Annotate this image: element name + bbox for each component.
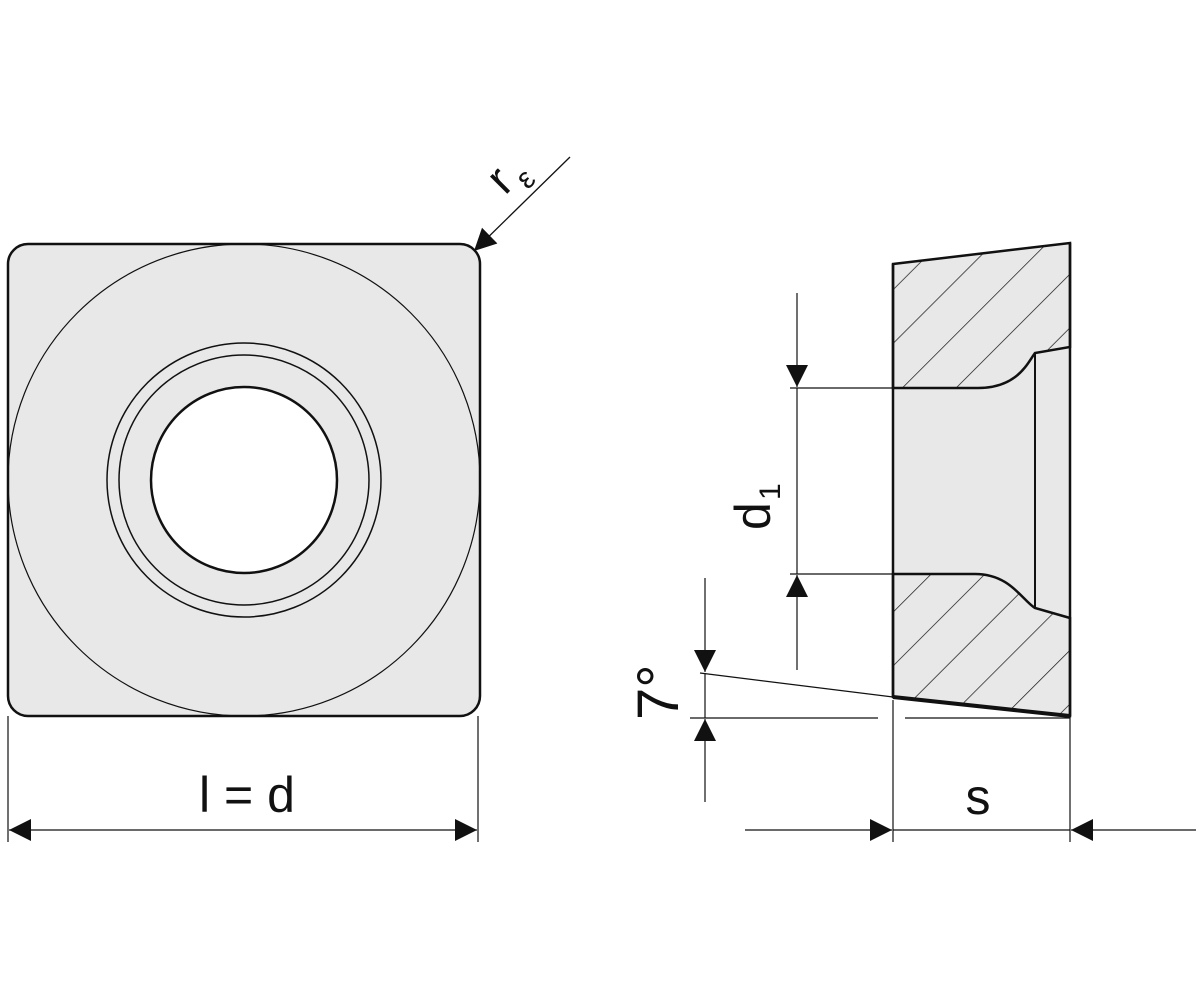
svg-text:1: 1 bbox=[754, 483, 787, 500]
bottom-edge-thick bbox=[892, 695, 1071, 718]
chamfer-outer-circle bbox=[106, 342, 382, 618]
hole bbox=[149, 385, 339, 575]
plan-view: r ε l = d bbox=[6, 155, 571, 842]
corner-radius-label: r ε bbox=[475, 155, 542, 203]
length-label: l = d bbox=[199, 767, 295, 823]
corner-radius-leader bbox=[473, 156, 571, 252]
section-view: d 1 7° s bbox=[626, 241, 1196, 842]
section-top-hatched bbox=[891, 241, 1072, 390]
inscribed-circle bbox=[7, 243, 481, 717]
thickness-label: s bbox=[966, 769, 991, 825]
svg-text:d: d bbox=[725, 502, 781, 530]
angle-ext-slanted bbox=[699, 672, 894, 698]
chamfer-inner-circle bbox=[118, 354, 370, 606]
d1-label: d 1 bbox=[725, 483, 787, 530]
angle-label: 7° bbox=[626, 665, 691, 720]
